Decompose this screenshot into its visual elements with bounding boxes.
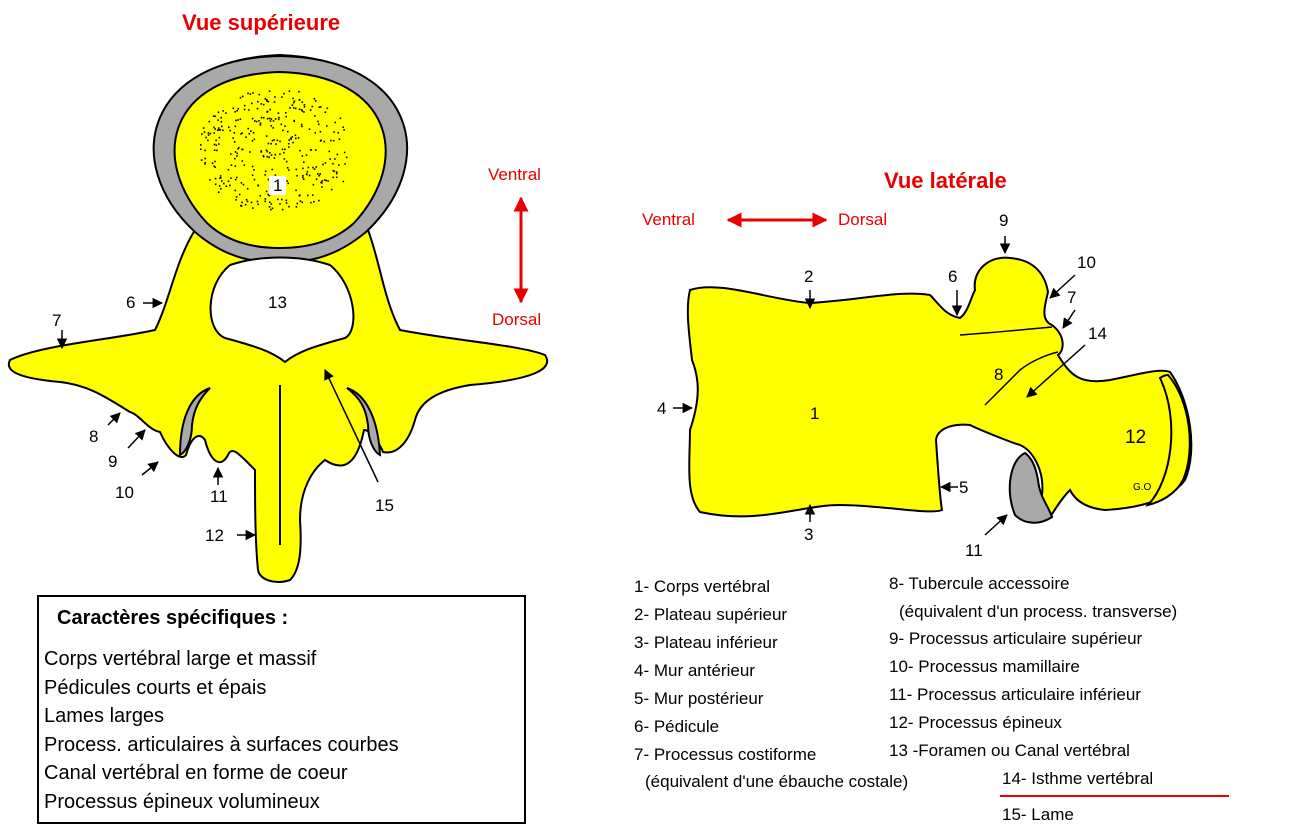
lateral-view-dorsal-label: Dorsal: [838, 210, 887, 230]
characteristic-item: Processus épineux volumineux: [44, 792, 320, 812]
legend-item-8-note: (équivalent d'un process. transverse): [899, 603, 1177, 620]
top-view-ventral-label: Ventral: [488, 165, 541, 185]
lat-label-3: 3: [804, 526, 813, 543]
top-label-8: 8: [89, 428, 98, 445]
lat-label-4: 4: [657, 400, 666, 417]
legend-item-7: 7- Processus costiforme: [634, 746, 816, 763]
top-label-1: 1: [269, 176, 286, 195]
top-view-vertebra: [9, 55, 547, 582]
lat-signature: G.O: [1133, 483, 1151, 493]
lat-label-11: 11: [965, 542, 983, 559]
lat-label-14: 14: [1088, 325, 1107, 342]
legend-item-5: 5- Mur postérieur: [634, 690, 763, 707]
top-label-15: 15: [375, 497, 394, 514]
legend-item-3: 3- Plateau inférieur: [634, 634, 778, 651]
legend-item-4: 4- Mur antérieur: [634, 662, 755, 679]
legend-item-8: 8- Tubercule accessoire: [889, 575, 1069, 592]
lateral-view-ventral-label: Ventral: [642, 210, 695, 230]
top-label-6: 6: [126, 294, 135, 311]
legend-item-10: 10- Processus mamillaire: [889, 658, 1080, 675]
characteristic-item: Pédicules courts et épais: [44, 678, 266, 698]
lat-label-8: 8: [994, 366, 1003, 383]
legend-item-12: 12- Processus épineux: [889, 714, 1062, 731]
lat-label-1: 1: [810, 405, 819, 422]
legend-item-13: 13 -Foramen ou Canal vertébral: [889, 742, 1130, 759]
characteristics-box: Caractères spécifiques : Corps vertébral…: [37, 595, 526, 824]
top-view-title: Vue supérieure: [182, 10, 340, 36]
top-label-9: 9: [108, 453, 117, 470]
legend-item-14: 14- Isthme vertébral: [1002, 770, 1153, 787]
characteristic-item: Corps vertébral large et massif: [44, 649, 316, 669]
lat-label-10: 10: [1077, 254, 1096, 271]
lateral-view-vertebra: [688, 258, 1191, 523]
characteristic-item: Lames larges: [44, 706, 164, 726]
top-label-12: 12: [205, 527, 224, 544]
legend-item-1: 1- Corps vertébral: [634, 578, 770, 595]
lat-label-2: 2: [804, 268, 813, 285]
legend-item-11: 11- Processus articulaire inférieur: [889, 686, 1141, 703]
characteristic-item: Canal vertébral en forme de coeur: [44, 763, 348, 783]
legend-item-6: 6- Pédicule: [634, 718, 719, 735]
lateral-view-shape: [688, 258, 1191, 517]
top-label-11: 11: [210, 488, 228, 505]
top-label-13: 13: [268, 294, 287, 311]
top-label-10: 10: [115, 484, 134, 501]
legend-item-15: 15- Lame: [1002, 806, 1074, 823]
legend-item-2: 2- Plateau supérieur: [634, 606, 787, 623]
lat-label-9: 9: [999, 212, 1008, 229]
characteristics-title: Caractères spécifiques :: [57, 607, 288, 630]
lat-label-12: 12: [1125, 428, 1146, 447]
legend-item-9: 9- Processus articulaire supérieur: [889, 630, 1142, 647]
top-view-dorsal-label: Dorsal: [492, 310, 541, 330]
legend-item-14-underline: [1000, 795, 1229, 797]
lat-label-7: 7: [1067, 289, 1076, 306]
legend-item-7-note: (équivalent d'une ébauche costale): [645, 773, 908, 790]
characteristic-item: Process. articulaires à surfaces courbes: [44, 735, 399, 755]
lateral-view-title: Vue latérale: [884, 168, 1007, 194]
lat-label-6: 6: [948, 268, 957, 285]
top-label-7: 7: [52, 312, 61, 329]
lat-label-5: 5: [959, 479, 968, 496]
